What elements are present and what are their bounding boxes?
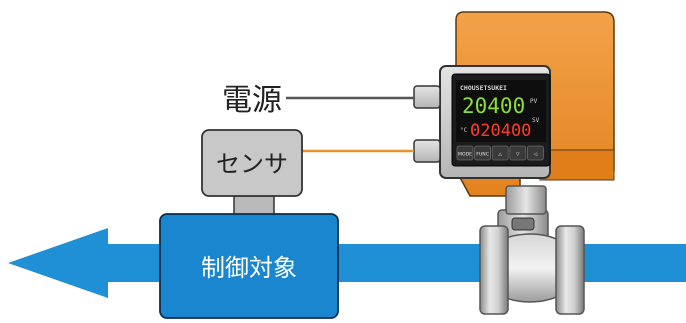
sv-value: 020400 [470, 121, 531, 141]
flow-arrow-head [8, 228, 108, 298]
sensor-neck [233, 195, 275, 217]
controller-button[interactable] [456, 145, 474, 161]
pv-value: 20400 [462, 94, 525, 118]
controller-button-label: ◁ [534, 153, 538, 158]
valve-stem-port [511, 217, 535, 231]
pv-unit: PV [530, 98, 538, 105]
controller-button-label: FUNC [476, 152, 489, 158]
controller-button-label: MODE [458, 152, 472, 158]
control-target-label: 制御対象 [201, 254, 297, 282]
sv-unit: SV [532, 117, 540, 124]
controller-button-row: MODE FUNC △ ▽ ◁ [456, 145, 544, 161]
temp-unit: °C [460, 127, 468, 134]
power-connector [413, 85, 441, 109]
controller-button-label: ▽ [516, 153, 520, 158]
controller-display [456, 80, 546, 142]
power-label: 電源 [222, 83, 282, 118]
brand-label: CHOUSETSUKEI [460, 84, 507, 92]
controller-button-label: △ [498, 153, 502, 158]
sensor-label: センサ [216, 150, 288, 178]
actuator-lower-band [539, 149, 615, 181]
sensor-connector [413, 139, 441, 163]
valve-flange-left [479, 225, 509, 315]
control-target: 制御対象 [159, 213, 339, 319]
controller-button[interactable] [474, 145, 492, 161]
sensor-box [201, 129, 303, 197]
sensor: センサ [201, 129, 303, 217]
controller-button[interactable] [491, 145, 509, 161]
controller-button[interactable] [509, 145, 527, 161]
controller: CHOUSETSUKEI 20400 PV °C 020400 SV MODE F… [439, 65, 551, 179]
actuator-neck [505, 185, 547, 215]
control-target-box [159, 213, 339, 319]
valve [479, 209, 585, 315]
valve-flange-right [555, 225, 585, 315]
controller-button[interactable] [527, 145, 544, 161]
